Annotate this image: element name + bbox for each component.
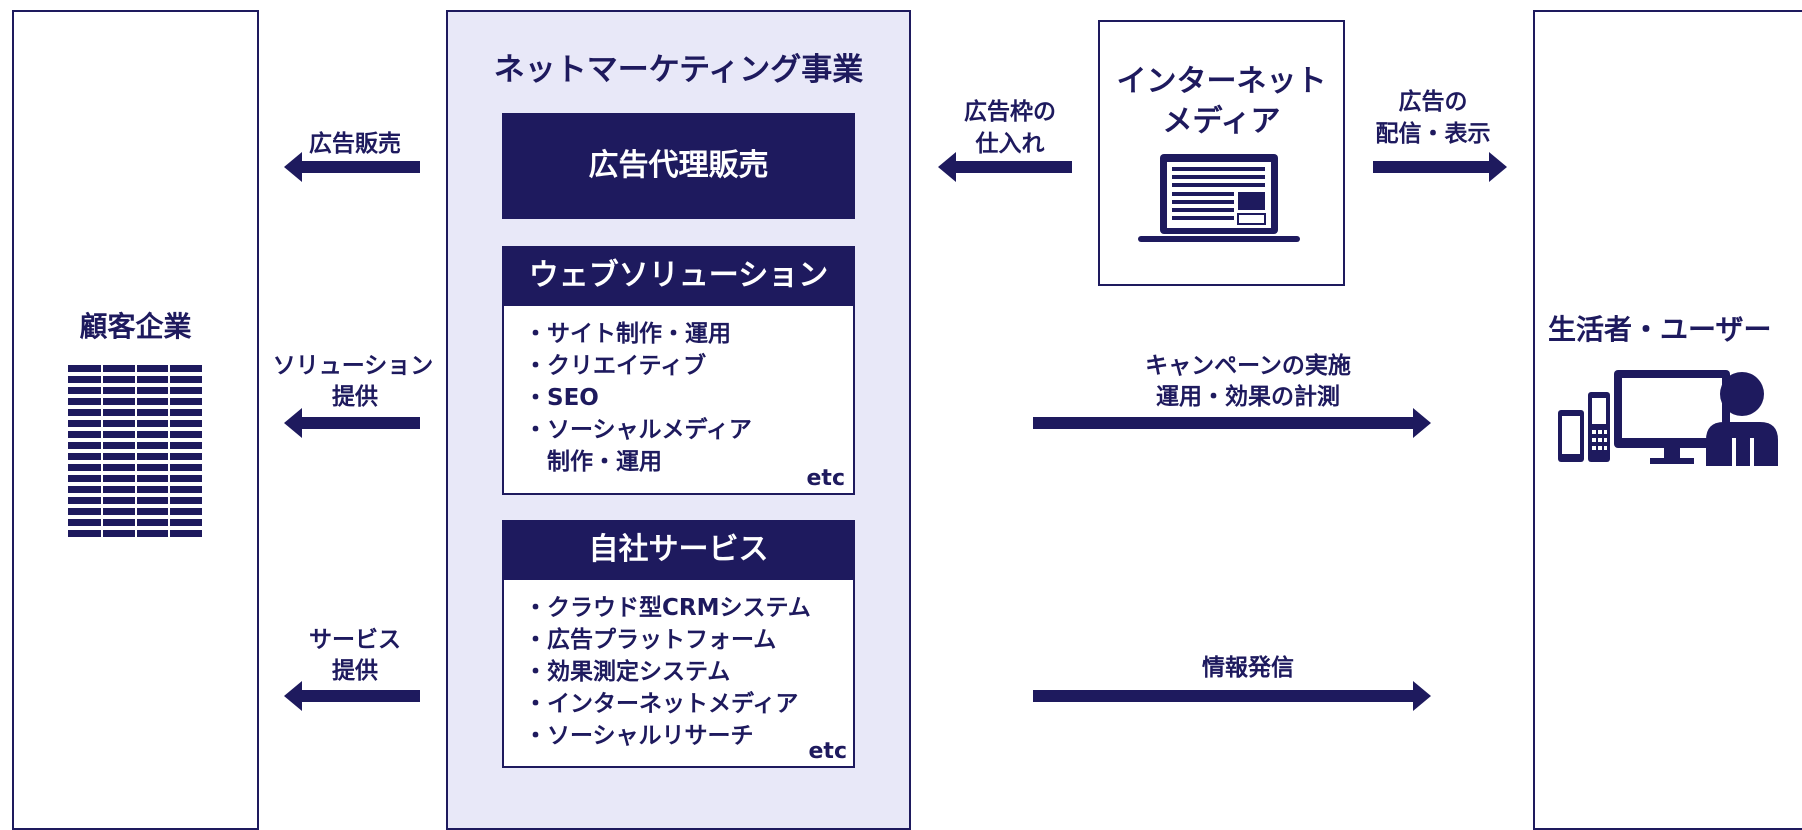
list-item: ・クリエイティブ	[524, 353, 707, 379]
purchase-arrow	[938, 152, 1072, 182]
solution-label-2: 提供	[332, 384, 378, 410]
service-arrow	[284, 681, 420, 711]
own-service-title: 自社サービス	[588, 532, 769, 567]
info-label: 情報発信	[1202, 655, 1294, 681]
campaign-label-2: 運用・効果の計測	[1156, 384, 1340, 410]
web-etc: etc	[806, 466, 845, 491]
customer-label: 顧客企業	[79, 310, 192, 343]
delivery-label-1: 広告の	[1398, 89, 1468, 115]
delivery-label-2: 配信・表示	[1375, 121, 1491, 147]
service-label-2: 提供	[332, 658, 378, 684]
solution-arrow	[284, 408, 420, 438]
laptop-icon	[1138, 154, 1300, 242]
internet-media-box	[1098, 20, 1345, 286]
net-marketing-title: ネットマーケティング事業	[493, 52, 864, 88]
list-item: ・クラウド型CRMシステム	[524, 595, 811, 621]
media-title-1: インターネット	[1116, 64, 1327, 99]
info-arrow	[1033, 681, 1431, 711]
list-item: ・ソーシャルリサーチ	[524, 723, 754, 749]
web-solution-title: ウェブソリューション	[528, 258, 829, 293]
own-etc: etc	[808, 739, 847, 764]
ad-agency-box: 広告代理販売	[502, 113, 855, 219]
purchase-label-1: 広告枠の	[964, 99, 1056, 125]
delivery-arrow	[1373, 152, 1507, 182]
service-label-1: サービス	[309, 627, 401, 653]
web-solution-header: ウェブソリューション	[502, 246, 855, 306]
list-item: ・インターネットメディア	[524, 691, 799, 717]
list-item: 制作・運用	[524, 449, 662, 475]
list-item: ・サイト制作・運用	[524, 321, 731, 347]
campaign-label-1: キャンペーンの実施	[1145, 353, 1351, 379]
media-title-2: メディア	[1162, 104, 1281, 139]
ad-sales-label: 広告販売	[309, 131, 401, 157]
own-service-header: 自社サービス	[502, 520, 855, 580]
web-solution-list: ・サイト制作・運用 ・クリエイティブ ・SEO ・ソーシャルメディア 制作・運用…	[502, 304, 855, 495]
consumer-label: 生活者・ユーザー	[1548, 313, 1772, 346]
campaign-arrow	[1033, 408, 1431, 438]
ad-sales-arrow	[284, 152, 420, 182]
ad-agency-label: 広告代理販売	[588, 148, 769, 183]
purchase-label-2: 仕入れ	[975, 131, 1045, 157]
own-service-list: ・クラウド型CRMシステム ・広告プラットフォーム ・効果測定システム ・インタ…	[502, 578, 855, 768]
devices-user-icon	[1558, 370, 1778, 466]
list-item: ・広告プラットフォーム	[524, 627, 777, 653]
list-item: ・ソーシャルメディア	[524, 417, 752, 443]
building-icon	[68, 365, 202, 541]
list-item: ・SEO	[524, 385, 599, 411]
list-item: ・効果測定システム	[524, 659, 731, 685]
solution-label-1: ソリューション	[272, 353, 434, 379]
